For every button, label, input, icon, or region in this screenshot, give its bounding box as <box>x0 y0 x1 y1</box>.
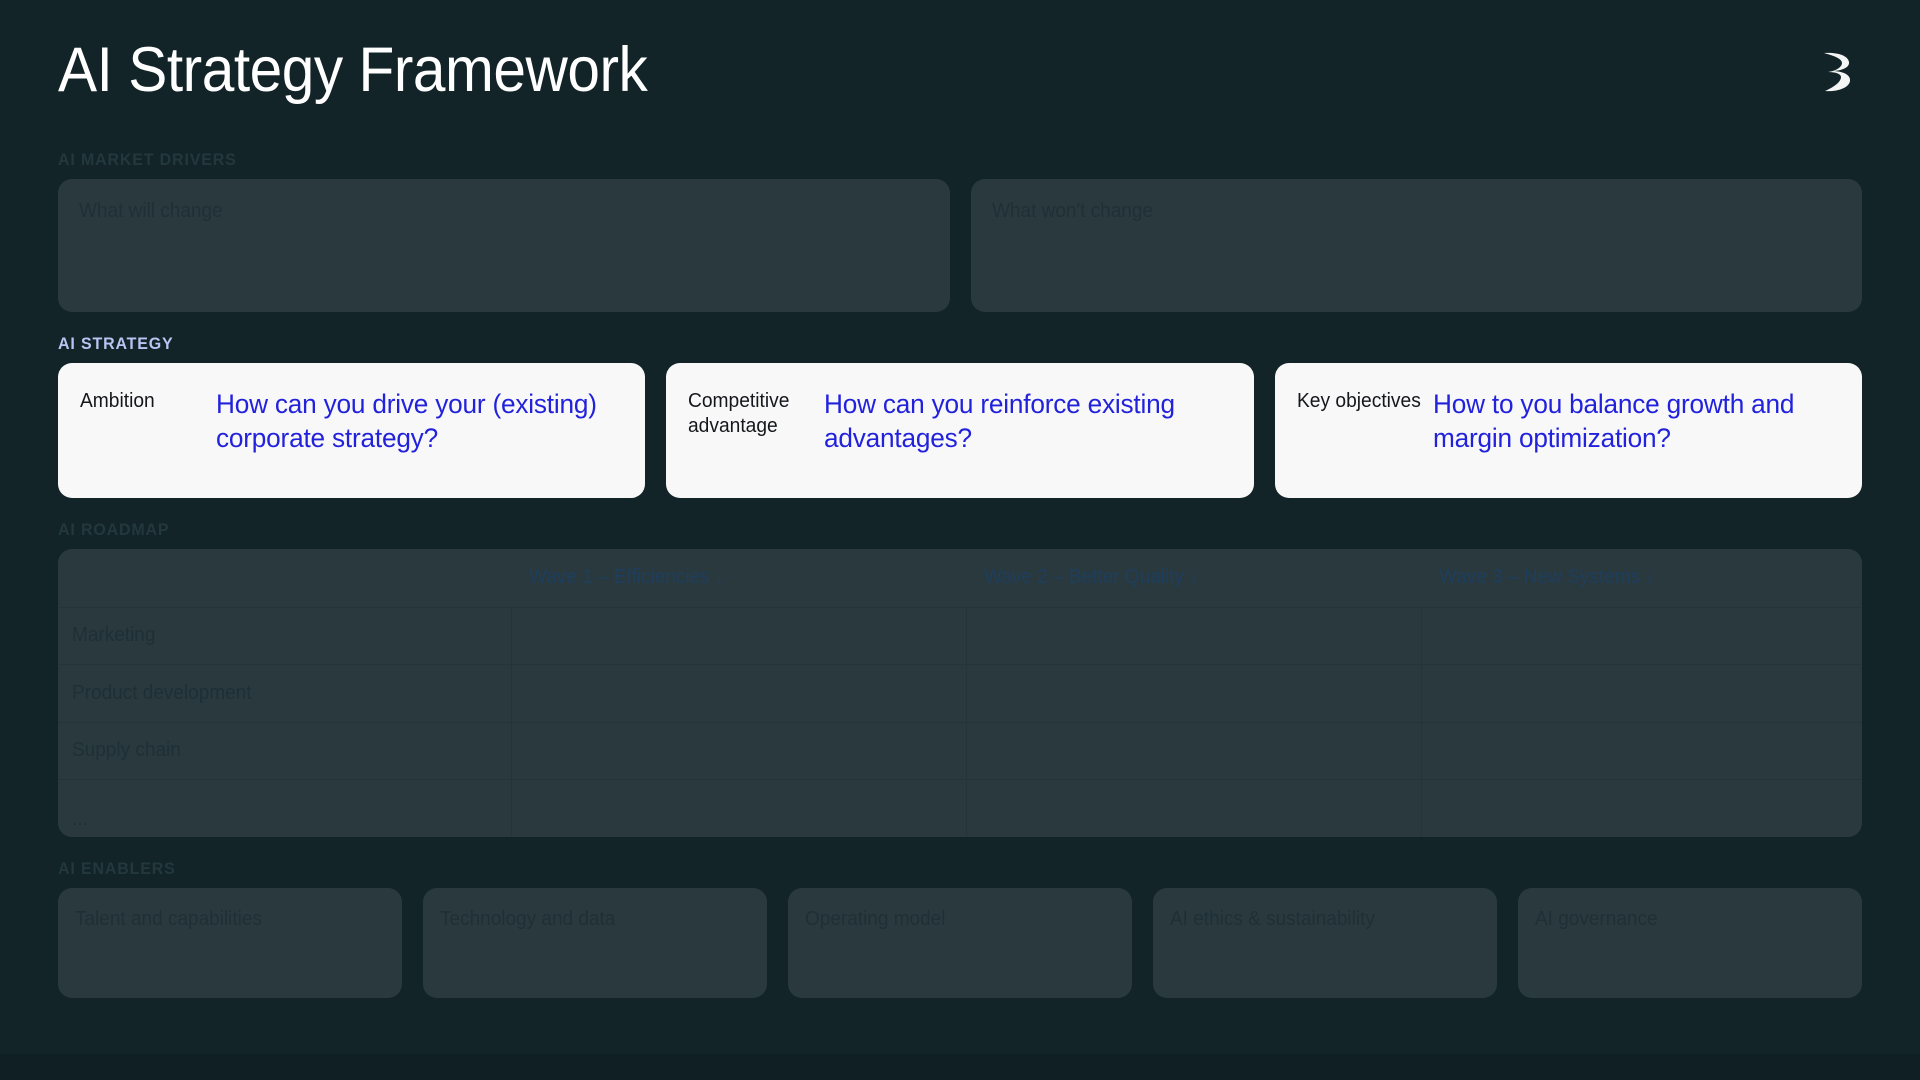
section-strategy: AI STRATEGY Ambition How can you drive y… <box>58 334 1862 498</box>
slide-content: AI Strategy Framework AI MARKET DRIVERS … <box>58 0 1862 998</box>
roadmap-header-row: Wave 1 – Efficiencies ↓ Wave 2 – Better … <box>58 549 1862 607</box>
header: AI Strategy Framework <box>58 0 1862 150</box>
enabler-card-label: Technology and data <box>440 908 616 930</box>
enabler-card-label: Operating model <box>805 908 946 930</box>
strategy-card-question: How can you reinforce existing advantage… <box>824 389 1176 454</box>
roadmap-row-label-text: Marketing <box>72 624 156 647</box>
roadmap-cell-more-wave-2[interactable] <box>966 779 1422 837</box>
section-label-enablers: AI ENABLERS <box>58 859 176 878</box>
driver-card-what-wont-change[interactable]: What won't change <box>970 179 1862 312</box>
enabler-card-ai-governance[interactable]: AI governance <box>1518 888 1862 998</box>
page-title: AI Strategy Framework <box>58 35 648 105</box>
strategy-card-ambition[interactable]: Ambition How can you drive your (existin… <box>58 363 646 498</box>
bottom-band <box>0 1054 1920 1080</box>
roadmap-cell-supply-chain-wave-3[interactable] <box>1421 721 1862 780</box>
enabler-card-technology-and-data[interactable]: Technology and data <box>423 888 767 998</box>
driver-card-what-will-change[interactable]: What will change <box>58 179 950 312</box>
enabler-card-operating-model[interactable]: Operating model <box>788 888 1132 998</box>
roadmap-row-label-supply-chain[interactable]: Supply chain <box>58 721 512 780</box>
roadmap-column-header-wave-2[interactable]: Wave 2 – Better Quality ↓ <box>966 549 1421 607</box>
table-row: ... <box>58 779 1862 837</box>
strategy-card-label: Key objectives <box>1296 390 1421 412</box>
section-label-strategy: AI STRATEGY <box>58 334 174 353</box>
strategy-card-key-objectives[interactable]: Key objectives How to you balance growth… <box>1274 363 1862 498</box>
roadmap-cell-product-development-wave-3[interactable] <box>1421 664 1862 722</box>
market-drivers-row: What will change What won't change <box>58 179 1862 312</box>
roadmap-corner-header <box>58 549 511 607</box>
roadmap-column-header-label: Wave 2 – Better Quality ↓ <box>984 566 1199 589</box>
section-enablers: AI ENABLERS Talent and capabilities Tech… <box>58 859 1862 998</box>
table-row: Supply chain <box>58 721 1862 780</box>
driver-card-placeholder: What will change <box>79 200 223 222</box>
roadmap-table: Wave 1 – Efficiencies ↓ Wave 2 – Better … <box>58 549 1862 837</box>
brand-wing-logo-icon <box>1814 48 1858 96</box>
enabler-card-talent-and-capabilities[interactable]: Talent and capabilities <box>58 888 402 998</box>
roadmap-cell-more-wave-3[interactable] <box>1421 779 1862 837</box>
roadmap-cell-marketing-wave-2[interactable] <box>966 606 1422 665</box>
enabler-card-label: Talent and capabilities <box>75 908 262 930</box>
strategy-card-label: Ambition <box>80 390 155 412</box>
section-roadmap: AI ROADMAP <box>58 520 1862 837</box>
roadmap-column-header-wave-1[interactable]: Wave 1 – Efficiencies ↓ <box>511 549 966 607</box>
driver-card-placeholder: What won't change <box>991 200 1153 222</box>
roadmap-table-card: Wave 1 – Efficiencies ↓ Wave 2 – Better … <box>58 549 1862 837</box>
section-label-roadmap: AI ROADMAP <box>58 520 170 539</box>
section-market-drivers: AI MARKET DRIVERS What will change What … <box>58 150 1862 312</box>
roadmap-row-label-text: ... <box>72 808 88 830</box>
roadmap-row-label-more[interactable]: ... <box>58 779 512 837</box>
roadmap-column-header-label: Wave 1 – Efficiencies ↓ <box>529 566 725 589</box>
enablers-row: Talent and capabilities Technology and d… <box>58 888 1862 998</box>
roadmap-cell-product-development-wave-2[interactable] <box>966 664 1422 722</box>
strategy-card-question: How can you drive your (existing) corpor… <box>216 389 597 454</box>
roadmap-cell-product-development-wave-1[interactable] <box>511 664 967 722</box>
strategy-card-question: How to you balance growth and margin opt… <box>1432 389 1794 454</box>
enabler-card-label: AI governance <box>1535 908 1658 930</box>
roadmap-column-header-label: Wave 3 – New Systems ↓ <box>1439 566 1655 589</box>
roadmap-cell-supply-chain-wave-1[interactable] <box>511 721 967 780</box>
roadmap-row-label-text: Supply chain <box>72 739 181 762</box>
roadmap-cell-more-wave-1[interactable] <box>511 779 967 837</box>
table-row: Product development <box>58 664 1862 722</box>
roadmap-column-header-wave-3[interactable]: Wave 3 – New Systems ↓ <box>1421 549 1862 607</box>
roadmap-cell-marketing-wave-1[interactable] <box>511 606 967 665</box>
roadmap-cell-supply-chain-wave-2[interactable] <box>966 721 1422 780</box>
roadmap-cell-marketing-wave-3[interactable] <box>1421 606 1862 665</box>
roadmap-row-label-product-development[interactable]: Product development <box>58 664 512 722</box>
strategy-card-competitive-advantage[interactable]: Competitive advantage How can you reinfo… <box>666 363 1254 498</box>
enabler-card-ai-ethics-and-sustainability[interactable]: AI ethics & sustainability <box>1153 888 1497 998</box>
strategy-row: Ambition How can you drive your (existin… <box>58 363 1862 498</box>
enabler-card-label: AI ethics & sustainability <box>1170 908 1375 930</box>
section-label-market-drivers: AI MARKET DRIVERS <box>58 150 237 169</box>
roadmap-row-label-text: Product development <box>72 681 252 704</box>
strategy-card-label: Competitive advantage <box>688 390 790 437</box>
roadmap-row-label-marketing[interactable]: Marketing <box>58 606 512 665</box>
table-row: Marketing <box>58 606 1862 665</box>
